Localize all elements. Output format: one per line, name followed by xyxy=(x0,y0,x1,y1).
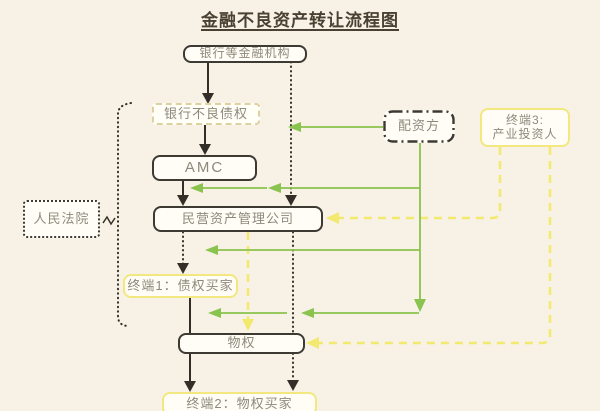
node-private-amc-label: 民营资产管理公司 xyxy=(181,210,294,226)
node-court-label: 人民法院 xyxy=(33,210,90,226)
green-funding-lines xyxy=(203,126,421,314)
node-terminal1-label: 终端1：债权买家 xyxy=(127,277,234,293)
node-terminal3: 终端3: 产业投资人 xyxy=(480,108,570,147)
green-arrowheads xyxy=(190,122,426,318)
yellow-t3-to-pamc xyxy=(339,147,502,220)
node-bank-label: 银行等金融机构 xyxy=(199,46,291,61)
node-court: 人民法院 xyxy=(23,200,100,238)
node-financier-label: 配资方 xyxy=(397,118,440,134)
yellow-t3-to-property xyxy=(313,147,552,345)
node-bank: 银行等金融机构 xyxy=(183,45,307,63)
node-terminal2: 终端2：物权买家 xyxy=(162,392,317,411)
node-financier: 配资方 xyxy=(383,110,455,143)
yellow-investor-lines xyxy=(246,147,552,345)
solid-flow-arrowheads xyxy=(177,93,214,392)
node-bank-npl-label: 银行不良债权 xyxy=(163,105,248,121)
page-title: 金融不良资产转让流程图 xyxy=(201,11,399,30)
node-terminal2-label: 终端2：物权买家 xyxy=(186,395,293,411)
node-terminal3-line2: 产业投资人 xyxy=(492,126,558,141)
node-amc: AMC xyxy=(152,155,257,181)
court-link-squiggle xyxy=(102,215,116,226)
node-property-label: 物权 xyxy=(227,335,256,351)
dotted-flow-lines xyxy=(117,61,294,381)
node-amc-label: AMC xyxy=(184,159,225,177)
financier-dashdot-border xyxy=(383,110,455,143)
yellow-arrowheads xyxy=(242,212,339,349)
dotted-flow-arrowheads xyxy=(177,195,299,391)
node-private-amc: 民营资产管理公司 xyxy=(153,206,323,232)
node-terminal3-line1: 终端3: xyxy=(505,112,544,127)
node-terminal1: 终端1：债权买家 xyxy=(123,274,238,298)
node-bank-npl: 银行不良债权 xyxy=(152,103,260,125)
node-property: 物权 xyxy=(178,333,305,354)
